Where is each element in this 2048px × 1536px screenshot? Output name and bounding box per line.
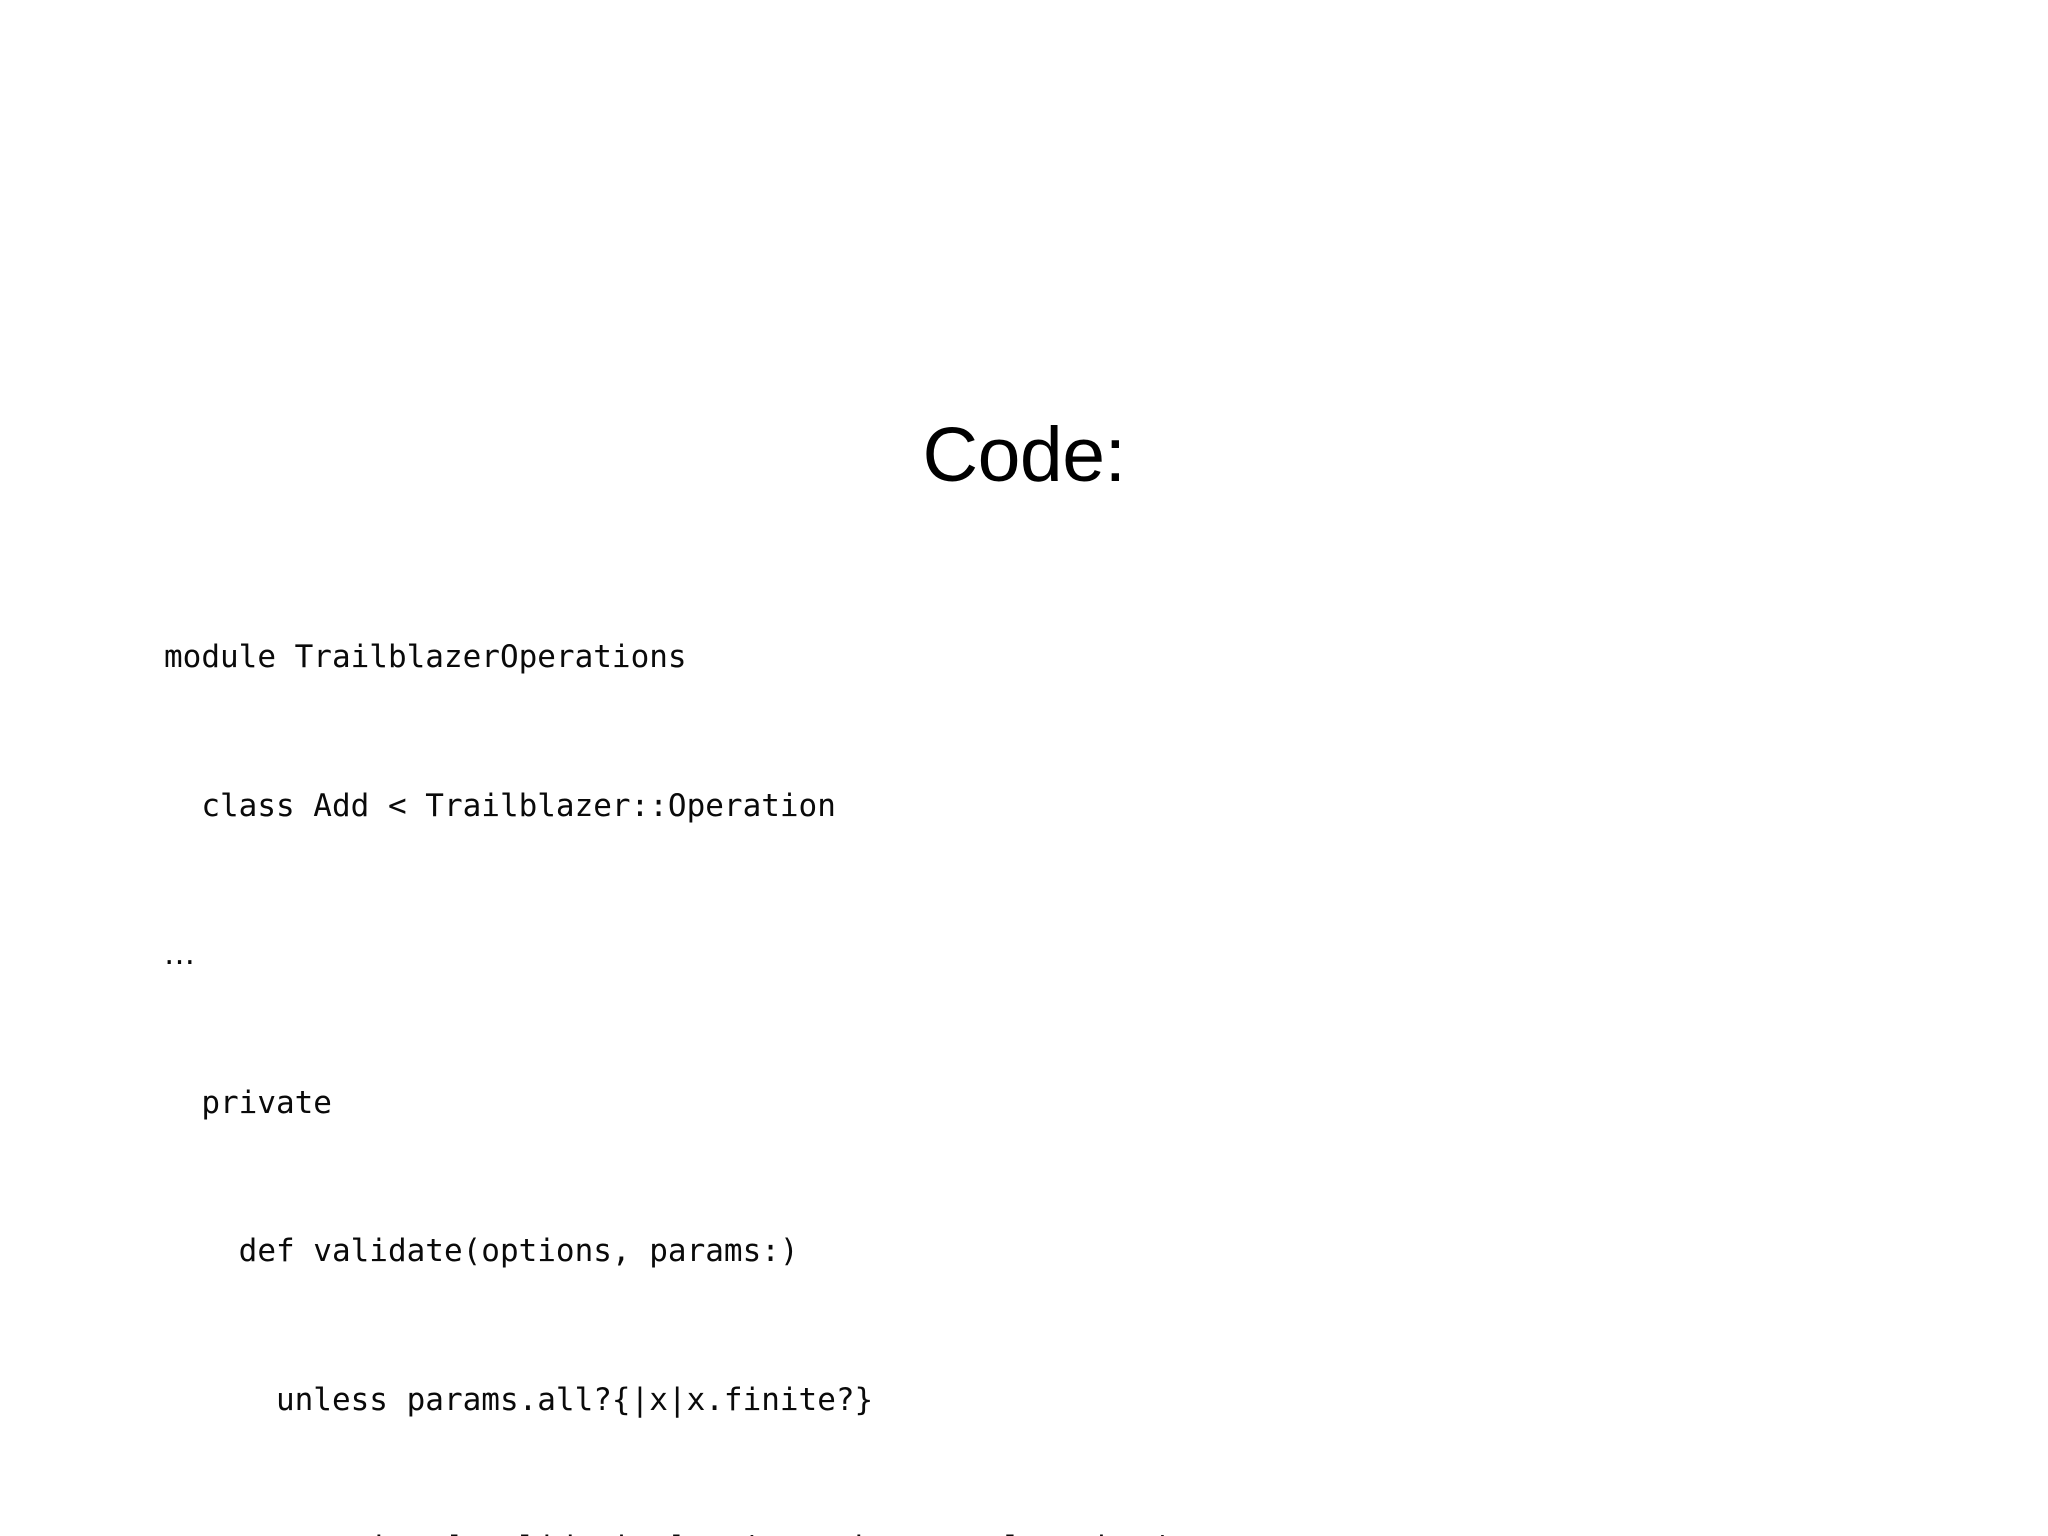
code-line: class Add < Trailblazer::Operation [164,787,836,824]
code-line: module TrailblazerOperations [164,639,687,675]
code-line-ellipsis: … [164,936,195,972]
code-line: unless params.all?{|x|x.finite?} [164,1381,874,1418]
code-block: module TrailblazerOperations class Add <… [164,534,1172,1536]
page-title: Code: [922,412,1126,498]
code-line: options[:validation] = 'must be a real n… [164,1524,1172,1536]
code-line: def validate(options, params:) [164,1233,799,1269]
code-line: private [164,1084,332,1121]
